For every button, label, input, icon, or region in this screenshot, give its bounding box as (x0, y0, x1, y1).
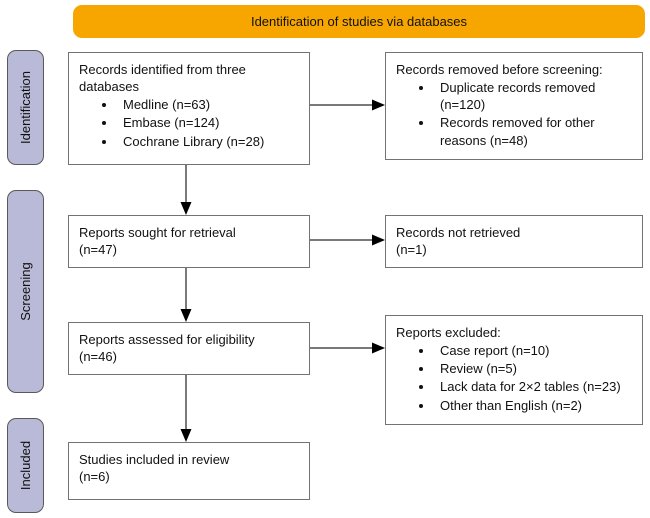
stage-label-screening: Screening (7, 190, 44, 393)
box-reports-sought-line1: Reports sought for retrieval (79, 225, 236, 240)
stage-label-identification-text: Identification (18, 71, 33, 144)
list-item: Embase (n=124) (117, 114, 301, 131)
box-reports-excluded: Reports excluded: Case report (n=10) Rev… (385, 315, 643, 425)
list-item: Other than English (n=2) (434, 397, 634, 414)
list-item: Medline (n=63) (117, 96, 301, 113)
box-reports-sought: Reports sought for retrieval (n=47) (68, 215, 310, 268)
box-records-not-retrieved-line2: (n=1) (396, 242, 427, 258)
box-records-removed-list: Duplicate records removed (n=120) Record… (396, 79, 634, 149)
box-reports-assessed-line2: (n=46) (79, 349, 117, 365)
box-reports-excluded-list: Case report (n=10) Review (n=5) Lack dat… (396, 342, 634, 414)
arrow-identified-to-removed (310, 99, 385, 111)
box-reports-assessed: Reports assessed for eligibility (n=46) (68, 322, 310, 375)
arrow-identified-to-sought (180, 165, 192, 215)
box-records-identified: Records identified from three databases … (68, 52, 310, 165)
stage-label-included: Included (7, 418, 44, 513)
list-item: Lack data for 2×2 tables (n=23) (434, 378, 634, 395)
arrow-assessed-to-excluded (310, 342, 385, 354)
box-studies-included-line1: Studies included in review (79, 452, 230, 467)
box-records-removed: Records removed before screening: Duplic… (385, 52, 643, 160)
arrow-sought-to-not-retrieved (310, 234, 385, 246)
stage-label-identification: Identification (7, 50, 44, 165)
stage-label-included-text: Included (18, 440, 33, 491)
arrow-sought-to-assessed (180, 268, 192, 322)
box-records-not-retrieved: Records not retrieved (n=1) (385, 215, 643, 268)
header-banner: Identification of studies via databases (73, 5, 645, 38)
list-item: Case report (n=10) (434, 342, 634, 359)
arrow-assessed-to-included (180, 375, 192, 442)
box-reports-sought-line2: (n=47) (79, 242, 117, 258)
box-reports-excluded-title: Reports excluded: (396, 325, 501, 340)
box-records-removed-title: Records removed before screening: (396, 62, 603, 77)
stage-label-screening-text: Screening (18, 262, 34, 321)
header-banner-label: Identification of studies via databases (250, 14, 468, 29)
list-item: Records removed for other reasons (n=48) (434, 114, 634, 148)
box-records-not-retrieved-line1: Records not retrieved (396, 225, 521, 240)
box-studies-included-line2: (n=6) (79, 469, 110, 485)
list-item: Duplicate records removed (n=120) (434, 79, 634, 113)
list-item: Cochrane Library (n=28) (117, 133, 301, 150)
box-records-identified-title: Records identified from three databases (79, 62, 246, 95)
list-item: Review (n=5) (434, 360, 634, 377)
box-studies-included: Studies included in review (n=6) (68, 442, 310, 500)
box-reports-assessed-line1: Reports assessed for eligibility (79, 332, 255, 347)
box-records-identified-list: Medline (n=63) Embase (n=124) Cochrane L… (79, 96, 301, 149)
